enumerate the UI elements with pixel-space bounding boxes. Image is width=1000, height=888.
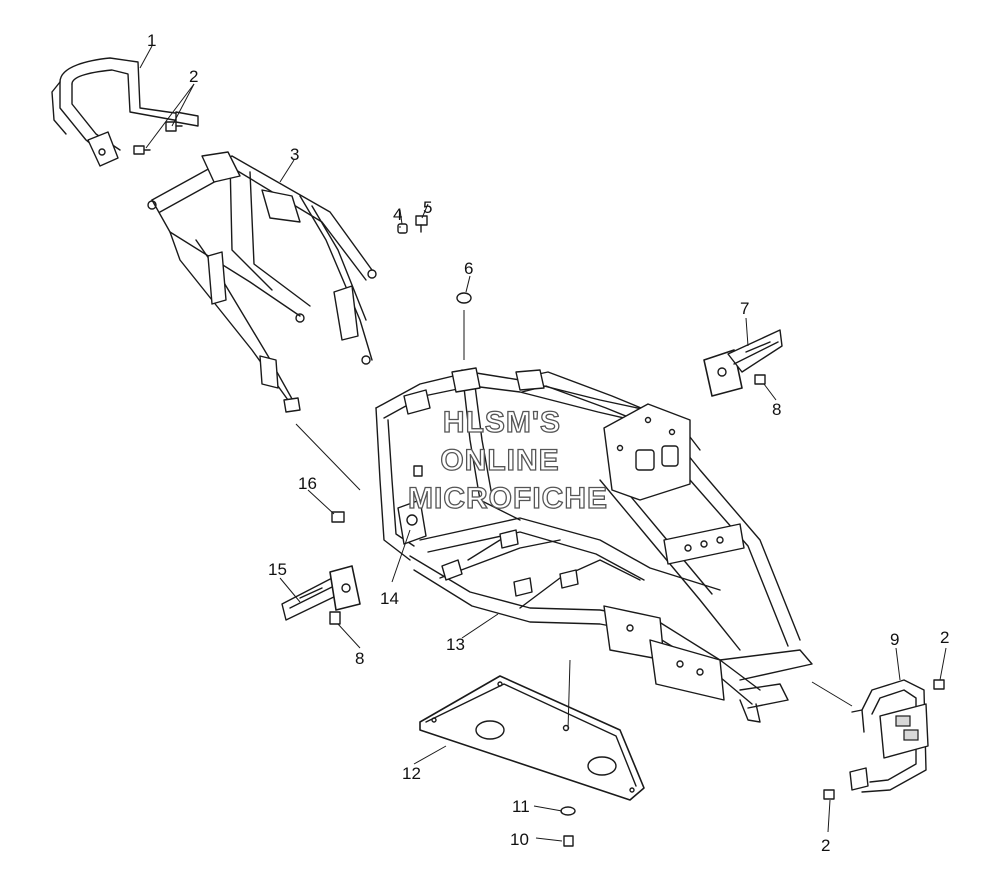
- callout-3: 3: [290, 145, 299, 164]
- callout-8-left: 8: [355, 649, 364, 668]
- watermark: HLSM'S ONLINE MICROFICHE: [407, 405, 608, 515]
- watermark-line-3: MICROFICHE: [408, 482, 608, 515]
- part-2-bolts-front: [823, 679, 945, 800]
- callout-2-rear: 2: [189, 67, 198, 86]
- part-10-bolt: [563, 835, 574, 847]
- washer-icon: [560, 806, 576, 816]
- bolt-icon: [329, 611, 341, 625]
- callout-7: 7: [740, 299, 749, 318]
- part-4-nut: [397, 223, 408, 234]
- part-2-bolts-rear: [133, 121, 183, 155]
- part-12-skid-plate: [419, 675, 645, 801]
- callout-6: 6: [464, 259, 473, 278]
- callout-10: 10: [510, 830, 529, 849]
- part-3-rear-subframe: [147, 151, 377, 413]
- bolt-icon: [933, 679, 945, 690]
- bolt-icon: [754, 374, 766, 385]
- callout-5: 5: [423, 198, 432, 217]
- callout-8-right: 8: [772, 400, 781, 419]
- bolt-icon: [331, 511, 345, 523]
- bolt-icon: [415, 215, 428, 226]
- callout-2-front-top: 2: [940, 628, 949, 647]
- leader-lines: [139, 45, 947, 842]
- part-8-bolt-left: [329, 611, 341, 625]
- watermark-line-2: ONLINE: [440, 444, 559, 477]
- part-9-front-bumper: [849, 679, 929, 793]
- plug-icon: [456, 292, 472, 304]
- part-11-washer: [560, 806, 576, 816]
- bolt-icon: [563, 835, 574, 847]
- bolt-icon: [165, 121, 177, 132]
- callout-13: 13: [446, 635, 465, 654]
- callout-1: 1: [147, 31, 156, 50]
- part-5-bolt: [415, 215, 428, 233]
- part-8-bolt-right: [754, 374, 766, 385]
- callout-9: 9: [890, 630, 899, 649]
- bolt-icon: [133, 145, 145, 155]
- part-6-plug: [456, 292, 472, 304]
- callout-4: 4: [393, 205, 402, 224]
- nut-icon: [397, 223, 408, 234]
- part-14-bracket: [397, 465, 427, 545]
- bolt-icon: [823, 789, 835, 800]
- part-7-footrest-right: [703, 329, 783, 397]
- part-16-bolt: [331, 511, 345, 523]
- part-13-main-frame: [375, 367, 813, 723]
- callout-14: 14: [380, 589, 399, 608]
- part-1-rear-grab-bar: [51, 57, 199, 167]
- callout-11: 11: [512, 797, 530, 816]
- callout-15: 15: [268, 560, 287, 579]
- callout-2-front-bottom: 2: [821, 836, 830, 855]
- callout-labels: 1 2 3 4 5 6 7 8 16 15 14 8 13 12 11 10 9…: [147, 31, 949, 855]
- watermark-line-1: HLSM'S: [443, 406, 561, 439]
- callout-16: 16: [298, 474, 317, 493]
- callout-12: 12: [402, 764, 421, 783]
- part-15-footrest-left: [281, 565, 361, 621]
